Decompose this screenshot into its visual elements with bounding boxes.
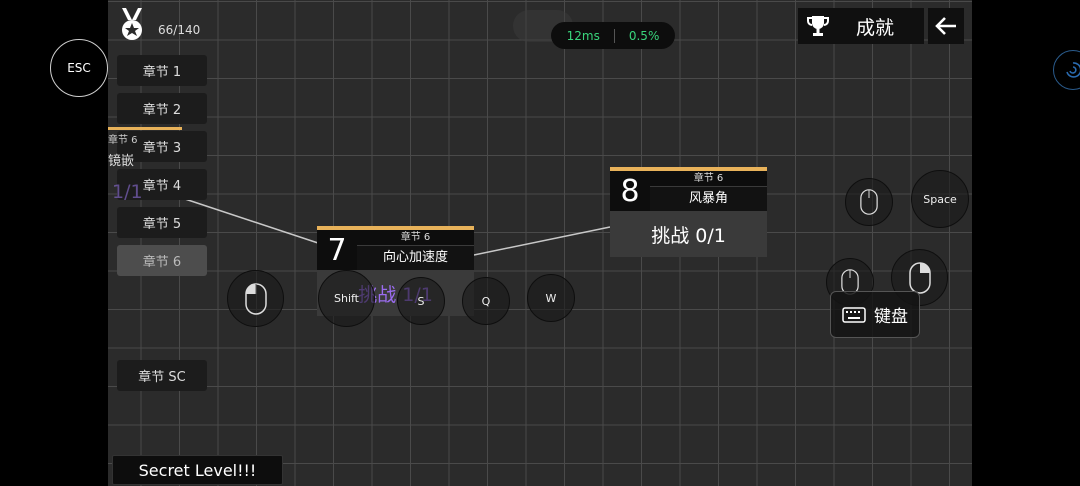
swirl-icon [1066, 62, 1080, 78]
partial-level-card[interactable]: 章节 6 [108, 127, 182, 187]
mouse-key-button[interactable] [891, 249, 948, 306]
achievements-label: 成就 [856, 16, 895, 39]
arrow-left-icon [935, 17, 956, 35]
progress-count: 66/140 [158, 23, 201, 37]
level-map[interactable] [108, 0, 972, 486]
connection-line [181, 197, 319, 244]
keyboard-toggle-button[interactable]: 键盘 [830, 291, 920, 338]
level-accent-bar [610, 167, 767, 171]
mouse-icon [908, 261, 931, 294]
chapter-button-5[interactable]: 章节 5 [117, 207, 207, 238]
esc-button[interactable]: ESC [50, 39, 108, 97]
keyboard-toggle-label: 键盘 [874, 307, 908, 327]
chapter-button-2[interactable]: 章节 2 [117, 93, 207, 124]
packet-loss-value: 0.5% [628, 28, 660, 43]
back-button[interactable] [928, 8, 964, 44]
level-card-8[interactable]: 8 章节 6 风暴角 挑战 0/1 [610, 167, 767, 257]
level-challenge-progress: 1/1 [112, 181, 143, 203]
mouse-key-button[interactable] [227, 270, 284, 327]
medal-icon [122, 8, 142, 40]
s-key-button[interactable]: S [397, 277, 445, 325]
chapter-button-1[interactable]: 章节 1 [117, 55, 207, 86]
chapter-button-sc[interactable]: 章节 SC [117, 360, 207, 391]
level-number: 7 [317, 230, 357, 270]
w-key-button[interactable]: W [527, 274, 575, 322]
network-stats: 12ms 0.5% [551, 22, 675, 49]
chapter-button-4[interactable]: 章节 4 [117, 169, 207, 200]
mouse-icon [244, 282, 267, 315]
level-title: 镜嵌 [108, 154, 135, 169]
secret-level-button[interactable]: Secret Level!!! [112, 455, 283, 485]
level-chapter: 章节 6 [650, 171, 767, 186]
chapter-button-3[interactable]: 章节 3 [117, 131, 207, 162]
level-challenge-progress: 挑战 0/1 [651, 224, 726, 247]
q-key-button[interactable]: Q [462, 277, 510, 325]
level-chapter: 章节 6 [108, 135, 138, 146]
shift-key-button[interactable]: Shift [318, 270, 375, 327]
side-floating-handle[interactable] [1053, 50, 1080, 90]
level-chapter: 章节 6 [357, 230, 474, 245]
level-title: 风暴角 [650, 187, 767, 211]
achievements-button[interactable]: 成就 [798, 8, 924, 44]
chapter-button-6[interactable]: 章节 6 [117, 245, 207, 276]
ping-value: 12ms [566, 28, 600, 43]
connection-line [473, 226, 611, 256]
mouse-key-button[interactable] [845, 178, 893, 226]
trophy-icon [807, 16, 829, 36]
level-title: 向心加速度 [357, 246, 474, 270]
mouse-icon [860, 189, 878, 215]
keyboard-icon [842, 306, 866, 323]
space-key-button[interactable]: Space [911, 170, 969, 228]
level-connections [181, 197, 611, 256]
level-accent-bar [317, 226, 474, 230]
stats-divider [613, 28, 615, 43]
level-accent-bar [108, 127, 182, 130]
level-number: 8 [610, 171, 650, 211]
